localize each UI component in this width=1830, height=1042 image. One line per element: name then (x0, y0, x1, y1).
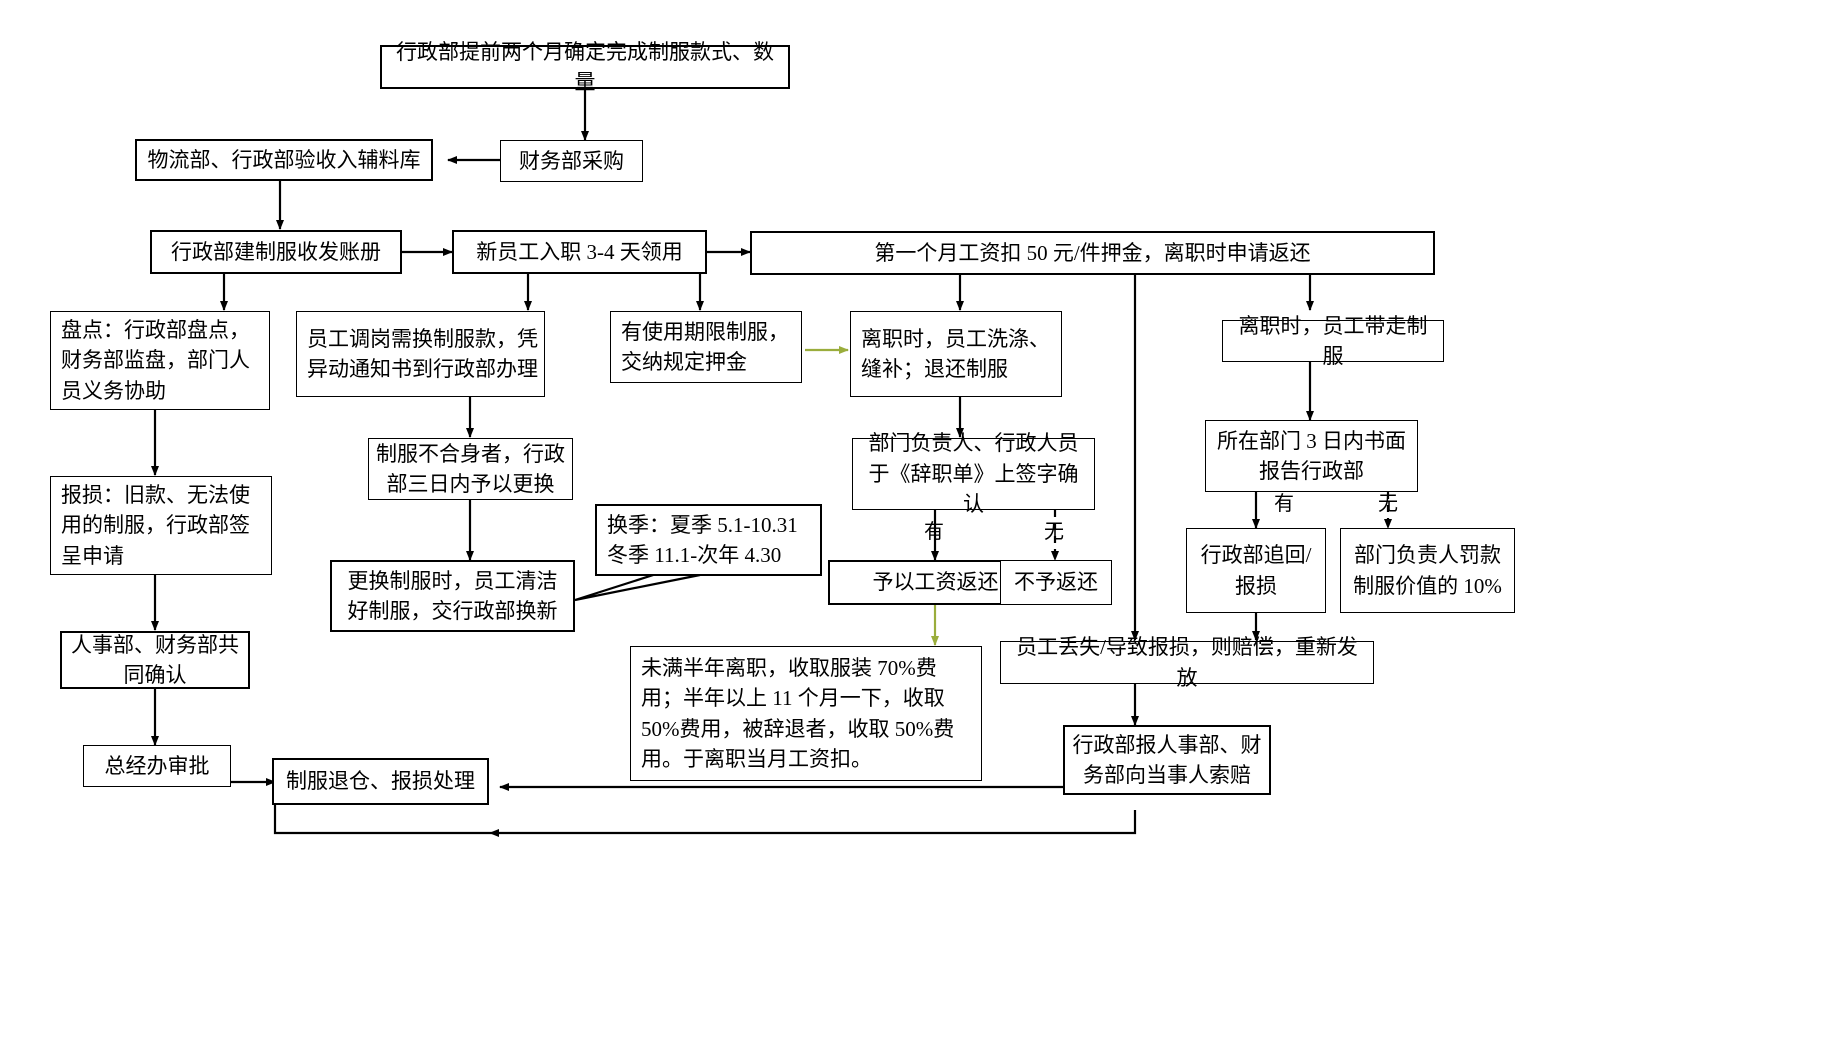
node-n22[interactable]: 人事部、财务部共同确认 (60, 631, 250, 689)
node-n25[interactable]: 总经办审批 (83, 745, 231, 787)
node-n7[interactable]: 盘点：行政部盘点，财务部监盘，部门人员义务协助 (50, 311, 270, 410)
node-n24[interactable]: 员工丢失/导致报损，则赔偿，重新发放 (1000, 635, 1374, 690)
node-n23[interactable]: 未满半年离职，收取服装 70%费用；半年以上 11 个月一下，收取 50%费用，… (630, 646, 982, 781)
node-n9[interactable]: 有使用期限制服，交纳规定押金 (610, 311, 802, 383)
node-n11[interactable]: 离职时，员工带走制服 (1222, 314, 1444, 368)
node-n2[interactable]: 财务部采购 (500, 140, 643, 182)
edge-label-无-1: 无 (1044, 521, 1064, 543)
node-n26[interactable]: 制服退仓、报损处理 (272, 758, 489, 805)
node-n14[interactable]: 部门负责人、行政人员于《辞职单》上签字确认 (852, 431, 1095, 516)
node-n4[interactable]: 行政部建制服收发账册 (150, 230, 402, 274)
node-n10[interactable]: 离职时，员工洗涤、缝补；退还制服 (850, 311, 1062, 397)
edge-label-无-2: 无 (1378, 493, 1398, 515)
node-n13[interactable]: 制服不合身者，行政部三日内予以更换 (368, 438, 573, 500)
node-n16[interactable]: 换季：夏季 5.1-10.31 冬季 11.1-次年 4.30 (595, 504, 822, 576)
node-n12[interactable]: 报损：旧款、无法使用的制服，行政部签呈申请 (50, 476, 272, 575)
node-n5[interactable]: 新员工入职 3-4 天领用 (452, 230, 707, 274)
node-n20[interactable]: 部门负责人罚款制服价值的 10% (1340, 528, 1515, 613)
node-n8[interactable]: 员工调岗需换制服款，凭异动通知书到行政部办理 (296, 311, 545, 397)
node-n19[interactable]: 行政部追回/ 报损 (1186, 528, 1326, 613)
node-n27[interactable]: 行政部报人事部、财务部向当事人索赔 (1063, 725, 1271, 795)
node-n18[interactable]: 不予返还 (1000, 560, 1112, 605)
edge-label-有-2: 有 (1274, 493, 1294, 515)
node-n3[interactable]: 物流部、行政部验收入辅料库 (135, 139, 433, 181)
node-n21[interactable]: 更换制服时，员工清洁好制服，交行政部换新 (330, 560, 575, 632)
edge-label-有-1: 有 (924, 521, 944, 543)
node-n15[interactable]: 所在部门 3 日内书面报告行政部 (1205, 420, 1418, 492)
node-n1[interactable]: 行政部提前两个月确定完成制服款式、数量 (380, 40, 790, 94)
node-n6[interactable]: 第一个月工资扣 50 元/件押金，离职时申请返还 (750, 231, 1435, 275)
